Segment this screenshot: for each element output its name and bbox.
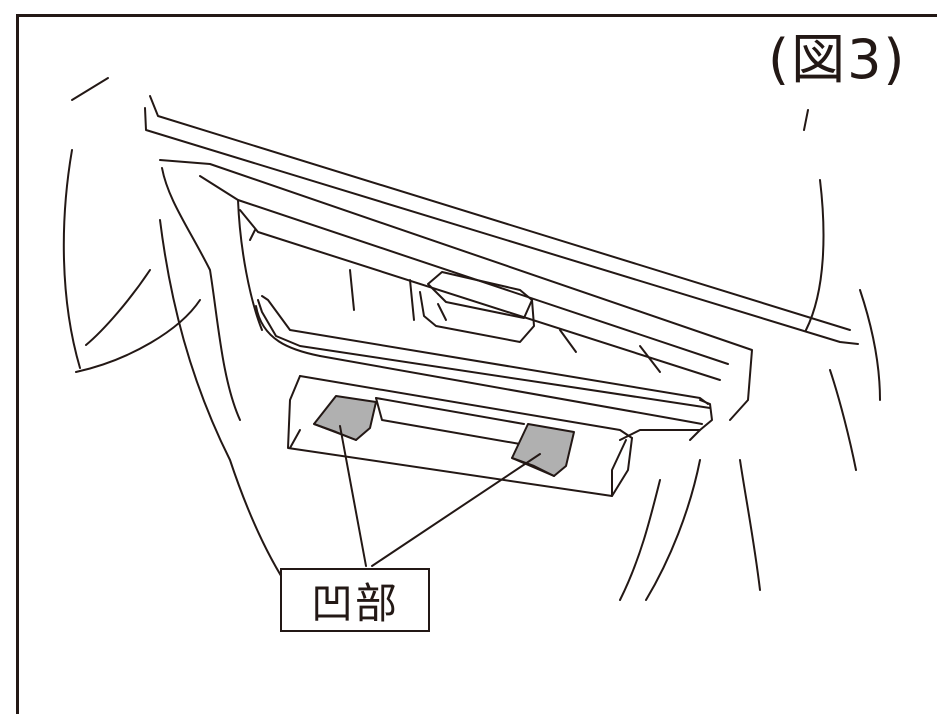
glovebox-bezel bbox=[159, 159, 753, 421]
recess-right bbox=[511, 423, 575, 477]
recess-left bbox=[313, 395, 377, 441]
glovebox-lid bbox=[287, 375, 713, 497]
callout-leader-lines bbox=[339, 425, 541, 567]
callout-label-recess: 凹部 bbox=[310, 578, 399, 628]
left-door-edge bbox=[62, 77, 201, 373]
callout-box: 凹部 bbox=[280, 568, 430, 632]
glovebox-tray bbox=[255, 269, 711, 425]
figure-frame bbox=[16, 14, 937, 714]
figure-title: (図3) bbox=[768, 28, 907, 91]
dashboard-upper-edge bbox=[144, 95, 859, 345]
latch-button bbox=[419, 271, 535, 343]
lower-dashboard bbox=[159, 219, 881, 601]
dashboard-glovebox-illustration bbox=[62, 77, 881, 601]
